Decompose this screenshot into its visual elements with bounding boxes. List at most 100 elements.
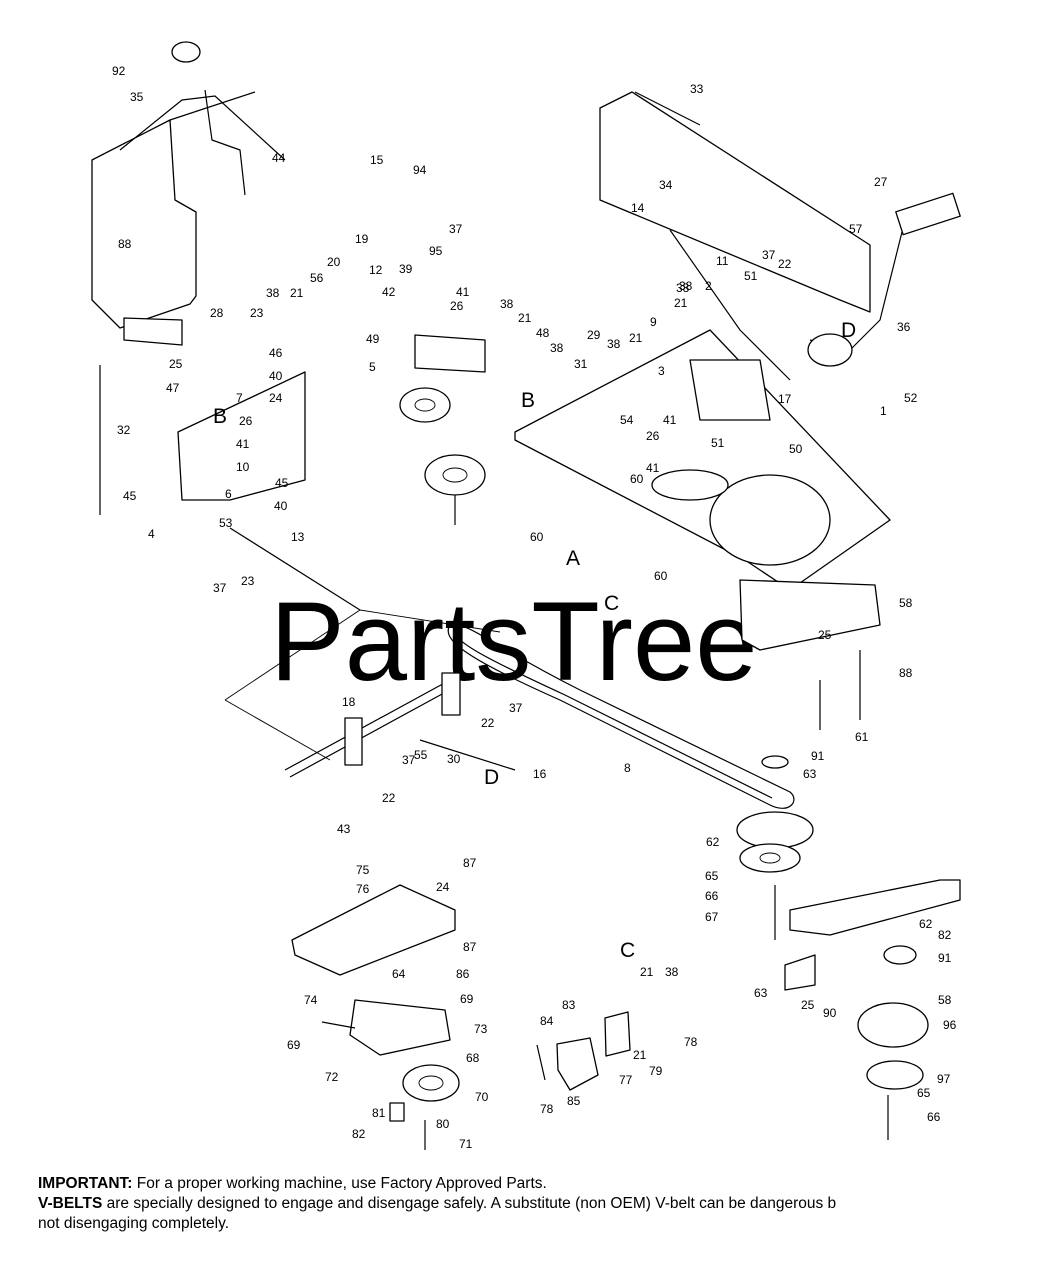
important-text: For a proper working machine, use Factor… xyxy=(132,1175,547,1192)
callout-label: 66 xyxy=(927,1110,941,1124)
callout-label: 79 xyxy=(649,1064,663,1078)
callout-label: 31 xyxy=(574,357,588,371)
callout-label: 72 xyxy=(325,1070,339,1084)
callout-label: 6 xyxy=(225,487,232,501)
callout-label: 83 xyxy=(562,998,576,1012)
callout-label: 24 xyxy=(269,391,283,405)
callout-label: 52 xyxy=(904,391,918,405)
callout-label: 20 xyxy=(327,255,341,269)
callout-label: 23 xyxy=(241,574,255,588)
continuation-line: not disengaging completely. xyxy=(38,1215,230,1232)
callout-label: 23 xyxy=(250,306,264,320)
callout-label: 30 xyxy=(447,752,461,766)
callout-label: 73 xyxy=(474,1022,488,1036)
callout-label: 25 xyxy=(801,998,815,1012)
callout-label: 27 xyxy=(874,175,888,189)
section-label: C xyxy=(604,592,619,615)
callout-label: 87 xyxy=(463,856,477,870)
callout-label: 69 xyxy=(460,992,474,1006)
callout-label: 63 xyxy=(803,767,817,781)
callout-label: 11 xyxy=(716,254,729,268)
callout-label: 42 xyxy=(382,285,396,299)
callout-label: 65 xyxy=(705,869,719,883)
callout-label: 92 xyxy=(112,64,126,78)
callout-label: 57 xyxy=(849,222,863,236)
callout-label: 63 xyxy=(754,986,768,1000)
footer-notice: IMPORTANT: For a proper working machine,… xyxy=(38,1174,1048,1234)
callout-label: 22 xyxy=(778,257,792,271)
callout-label: 41 xyxy=(663,413,677,427)
callout-label: 60 xyxy=(630,472,644,486)
callout-label: 17 xyxy=(778,392,792,406)
callout-label: 80 xyxy=(436,1117,450,1131)
callout-label: 2 xyxy=(705,279,712,293)
callout-label: 45 xyxy=(275,476,289,490)
callout-label: 19 xyxy=(355,232,369,246)
callout-label: 41 xyxy=(646,461,660,475)
callout-label: 45 xyxy=(123,489,137,503)
callout-label: 50 xyxy=(789,442,803,456)
callout-label: 29 xyxy=(587,328,601,342)
callout-label: 21 xyxy=(633,1048,647,1062)
callout-label: 53 xyxy=(219,516,233,530)
callout-label: 46 xyxy=(269,346,283,360)
callout-label: 70 xyxy=(475,1090,489,1104)
callout-label: 38 xyxy=(665,965,679,979)
callout-label: 88 xyxy=(118,237,132,251)
callout-label: 13 xyxy=(291,530,305,544)
callout-label: 40 xyxy=(274,499,288,513)
callout-label: 10 xyxy=(236,460,250,474)
callout-label: 15 xyxy=(370,153,384,167)
callout-label: 91 xyxy=(938,951,952,965)
callout-label: 66 xyxy=(705,889,719,903)
callout-label: 81 xyxy=(372,1106,386,1120)
callout-label: 75 xyxy=(356,863,370,877)
callout-label: 14 xyxy=(631,201,645,215)
callout-label: 1 xyxy=(880,404,887,418)
section-label: D xyxy=(841,319,856,342)
callout-label: 51 xyxy=(711,436,725,450)
assembly-drawing xyxy=(91,41,961,1150)
watermark: PartsTree xyxy=(270,579,758,704)
callout-label: 77 xyxy=(619,1073,633,1087)
callout-label: 21 xyxy=(518,311,532,325)
callout-label: 24 xyxy=(436,880,450,894)
callout-label: 22 xyxy=(382,791,396,805)
callout-label: 43 xyxy=(337,822,351,836)
callout-label: 91 xyxy=(811,749,825,763)
callout-label: 25 xyxy=(169,357,183,371)
important-label: IMPORTANT: xyxy=(38,1175,133,1192)
callout-label: 61 xyxy=(855,730,869,744)
callout-label: 74 xyxy=(304,993,318,1007)
callout-label: 41 xyxy=(236,437,250,451)
callout-label: 58 xyxy=(938,993,952,1007)
callout-label: 67 xyxy=(705,910,719,924)
callout-label: 37 xyxy=(762,248,776,262)
vbelts-line: V-BELTS are specially designed to engage… xyxy=(38,1194,1048,1214)
callout-label: 68 xyxy=(466,1051,480,1065)
callout-label: 9 xyxy=(650,315,657,329)
callout-label: 34 xyxy=(659,178,673,192)
callout-label: 82 xyxy=(938,928,952,942)
vbelts-label: V-BELTS xyxy=(38,1195,103,1212)
callout-label: 88 xyxy=(899,666,913,680)
callout-label: 90 xyxy=(823,1006,837,1020)
callout-label: 54 xyxy=(620,413,634,427)
callout-label: 51 xyxy=(744,269,758,283)
callout-label: 49 xyxy=(366,332,380,346)
callout-label: 28 xyxy=(210,306,224,320)
callout-label: 94 xyxy=(413,163,427,177)
callout-label: 47 xyxy=(166,381,180,395)
callout-label: 38 xyxy=(607,337,621,351)
callout-label: 38 xyxy=(550,341,564,355)
important-line: IMPORTANT: For a proper working machine,… xyxy=(38,1174,1048,1194)
callout-label: 26 xyxy=(450,299,464,313)
callout-label: 7 xyxy=(236,391,243,405)
callout-label: 40 xyxy=(269,369,283,383)
callout-label: 22 xyxy=(481,716,495,730)
callout-label: 3 xyxy=(658,364,665,378)
vbelts-text: are specially designed to engage and dis… xyxy=(102,1195,837,1212)
callout-label: 56 xyxy=(310,271,324,285)
callout-label: 87 xyxy=(463,940,477,954)
